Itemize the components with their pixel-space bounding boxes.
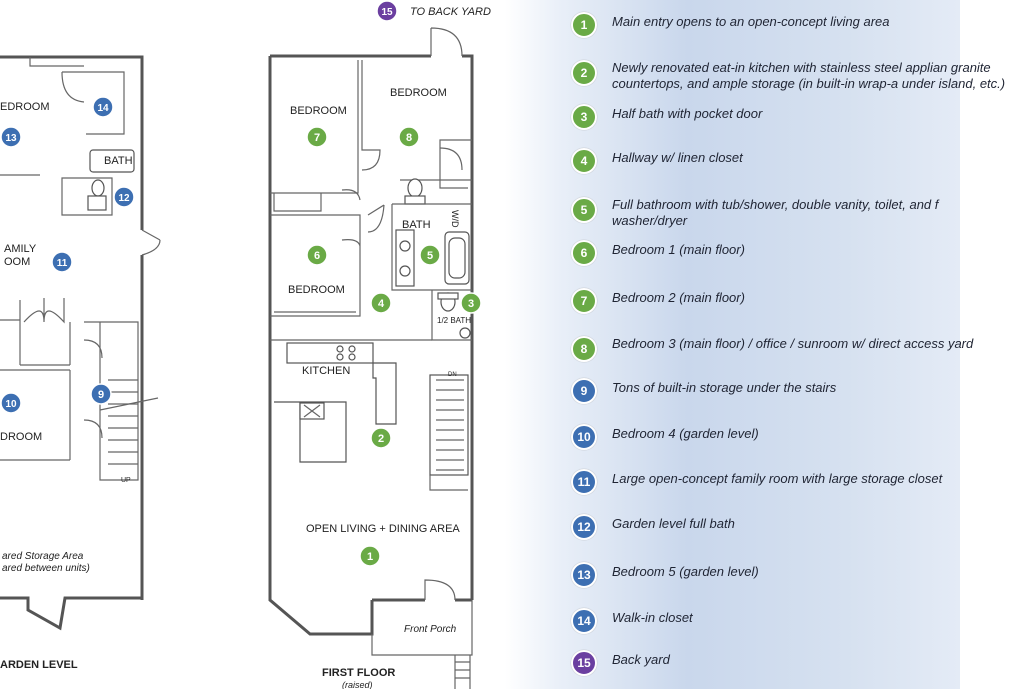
marker-3-number: 3: [468, 298, 474, 310]
marker-14-circle: [92, 96, 114, 118]
marker-1-number: 1: [367, 551, 373, 563]
legend-text-12: Garden level full bath: [612, 516, 735, 531]
marker-15-number: 15: [381, 7, 393, 18]
marker-4-number: 4: [378, 298, 385, 310]
family-room-label-1: AMILY: [4, 243, 37, 255]
marker-6-circle: [306, 244, 328, 266]
marker-12-number: 12: [118, 193, 130, 204]
marker-14-number: 14: [97, 103, 109, 114]
legend-text-6: Bedroom 1 (main floor): [612, 242, 745, 257]
legend-text-10: Bedroom 4 (garden level): [612, 426, 759, 441]
legend-badge-8: 8: [571, 336, 597, 362]
legend-badge-9: 9: [571, 378, 597, 404]
kitchen-label: KITCHEN: [302, 365, 350, 377]
marker-7-number: 7: [314, 132, 320, 144]
marker-6-number: 6: [314, 250, 320, 262]
legend-panel: 1 Main entry opens to an open-concept liv…: [505, 0, 1005, 689]
legend-text-4: Hallway w/ linen closet: [612, 150, 743, 165]
marker-4-circle: [370, 292, 392, 314]
legend-badge-12: 12: [571, 514, 597, 540]
legend-badge-7: 7: [571, 288, 597, 314]
marker-5-circle: [419, 244, 441, 266]
legend-text-2: Newly renovated eat-in kitchen with stai…: [612, 60, 1006, 91]
legend-badge-13: 13: [571, 562, 597, 588]
marker-13-number: 13: [5, 133, 17, 144]
marker-7-circle: [306, 126, 328, 148]
marker-2-circle: [370, 427, 392, 449]
marker-5-number: 5: [427, 250, 433, 262]
garden-bath-label: BATH: [104, 155, 133, 167]
floor-plan-drawing: EDROOM BATH AMILY OOM DROOM UP ared Stor…: [0, 0, 491, 689]
marker-9-circle: [90, 383, 112, 405]
marker-11-number: 11: [57, 258, 68, 269]
half-bath-label: 1/2 BATH: [437, 316, 471, 325]
washer-dryer-label: W/D: [450, 210, 460, 228]
marker-1-circle: [359, 545, 381, 567]
bedroom-6-label: BEDROOM: [288, 284, 345, 296]
legend-badge-5: 5: [571, 197, 597, 223]
front-porch-label: Front Porch: [404, 624, 457, 635]
legend-text-7: Bedroom 2 (main floor): [612, 290, 745, 305]
marker-3-circle: [460, 292, 482, 314]
legend-text-13: Bedroom 5 (garden level): [612, 564, 759, 579]
marker-9-number: 9: [98, 389, 104, 401]
living-area-label: OPEN LIVING + DINING AREA: [306, 523, 460, 535]
marker-12-circle: [113, 186, 135, 208]
marker-10-number: 10: [5, 399, 17, 410]
storage-area-label-2: ared between units): [2, 563, 90, 574]
marker-8-number: 8: [406, 132, 412, 144]
legend-badge-10: 10: [571, 424, 597, 450]
legend-text-8: Bedroom 3 (main floor) / office / sunroo…: [612, 336, 974, 351]
legend-badge-3: 3: [571, 104, 597, 130]
bath-label: BATH: [402, 219, 431, 231]
floor-plan: EDROOM BATH AMILY OOM DROOM UP ared Stor…: [0, 0, 505, 689]
legend-text-9: Tons of built-in storage under the stair…: [612, 380, 837, 395]
family-room-label-2: OOM: [4, 256, 30, 268]
stairs-down-label: DN: [448, 372, 457, 378]
first-floor-subtitle: (raised): [342, 680, 373, 689]
marker-8-circle: [398, 126, 420, 148]
garden-level-plan: EDROOM BATH AMILY OOM DROOM UP ared Stor…: [0, 55, 161, 671]
legend-badge-1: 1: [571, 12, 597, 38]
marker-13-circle: [0, 126, 22, 148]
legend-text-14: Walk-in closet: [612, 610, 693, 625]
marker-11-circle: [51, 251, 73, 273]
legend-badge-6: 6: [571, 240, 597, 266]
marker-2-number: 2: [378, 433, 384, 445]
first-floor-plan: TO BACK YARD BEDROOM BEDROOM BEDROOM BAT…: [268, 6, 491, 689]
marker-15-circle: [376, 0, 398, 22]
garden-level-title: ARDEN LEVEL: [0, 659, 78, 671]
legend-text-15: Back yard: [612, 652, 670, 667]
garden-bedroom-top-label: EDROOM: [0, 101, 50, 113]
legend-badge-15: 15: [571, 650, 597, 676]
bedroom-8-label: BEDROOM: [390, 87, 447, 99]
legend-badge-4: 4: [571, 148, 597, 174]
to-back-yard-label: TO BACK YARD: [410, 6, 491, 18]
garden-bedroom-bottom-label: DROOM: [0, 431, 42, 443]
marker-10-circle: [0, 392, 22, 414]
first-floor-title: FIRST FLOOR: [322, 667, 395, 679]
legend-badge-14: 14: [571, 608, 597, 634]
legend-badge-11: 11: [571, 469, 597, 495]
legend-text-11: Large open-concept family room with larg…: [612, 471, 943, 486]
legend-text-1: Main entry opens to an open-concept livi…: [612, 14, 890, 29]
bedroom-7-label: BEDROOM: [290, 105, 347, 117]
stairs-up-label: UP: [121, 477, 131, 484]
legend-badge-2: 2: [571, 60, 597, 86]
storage-area-label-1: ared Storage Area: [2, 551, 84, 562]
legend-text-5: Full bathroom with tub/shower, double va…: [612, 197, 939, 228]
legend-text-3: Half bath with pocket door: [612, 106, 763, 121]
